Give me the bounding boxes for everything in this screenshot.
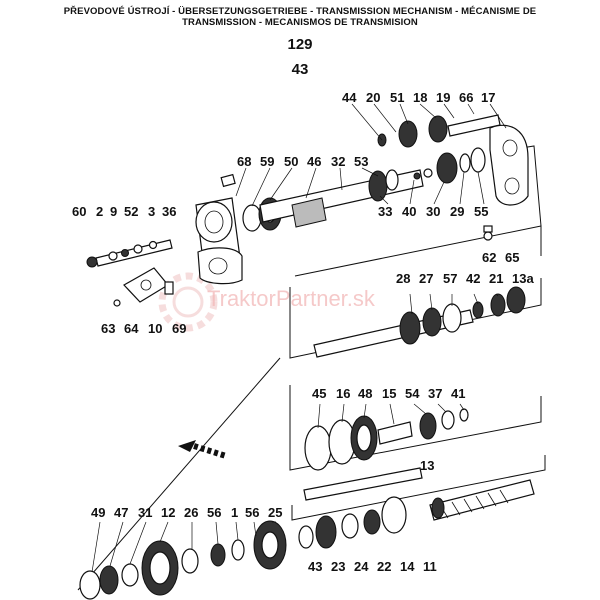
label-31: 31 <box>138 505 152 520</box>
label-24: 24 <box>354 559 369 574</box>
label-22: 22 <box>377 559 391 574</box>
header-line-1: PŘEVODOVÉ ÚSTROJÍ - ÜBERSETZUNGSGETRIEBE… <box>63 6 537 17</box>
label-10: 10 <box>148 321 162 336</box>
label-49: 49 <box>91 505 105 520</box>
label-53: 53 <box>354 154 368 169</box>
label-40: 40 <box>402 204 416 219</box>
label-59: 59 <box>260 154 274 169</box>
label-13a: 13a <box>512 271 534 286</box>
label-1: 1 <box>231 505 238 520</box>
label-36: 36 <box>162 204 176 219</box>
label-60: 60 <box>72 204 86 219</box>
label-42: 42 <box>466 271 480 286</box>
label-13: 13 <box>420 458 434 473</box>
label-30: 30 <box>426 204 440 219</box>
label-32: 32 <box>331 154 345 169</box>
label-28: 28 <box>396 271 410 286</box>
label-16: 16 <box>336 386 350 401</box>
label-21: 21 <box>489 271 503 286</box>
rings-assembly <box>304 408 469 471</box>
group-number: 43 <box>291 61 309 78</box>
label-17: 17 <box>481 90 495 105</box>
label-33: 33 <box>378 204 392 219</box>
label-46: 46 <box>307 154 321 169</box>
label-69: 69 <box>172 321 186 336</box>
label-29: 29 <box>450 204 464 219</box>
label-14: 14 <box>400 559 415 574</box>
label-62: 62 <box>482 250 496 265</box>
page-number: 129 <box>287 36 313 53</box>
label-11: 11 <box>423 559 437 574</box>
label-56-second: 56 <box>245 505 259 520</box>
frame-lower <box>289 385 542 471</box>
leader-lines <box>91 103 507 573</box>
cover-plate <box>113 267 174 307</box>
frame-bottom <box>291 455 546 521</box>
label-68: 68 <box>237 154 251 169</box>
direction-arrow-icon <box>178 440 227 459</box>
label-51: 51 <box>390 90 404 105</box>
label-19: 19 <box>436 90 450 105</box>
label-20: 20 <box>366 90 380 105</box>
main-shaft <box>303 467 535 521</box>
watermark-text: TraktorPartner.sk <box>207 286 376 311</box>
label-23: 23 <box>331 559 345 574</box>
label-3: 3 <box>148 204 155 219</box>
label-65: 65 <box>505 250 519 265</box>
label-57: 57 <box>443 271 457 286</box>
label-56: 56 <box>207 505 221 520</box>
label-2: 2 <box>96 204 103 219</box>
label-64: 64 <box>124 321 139 336</box>
label-27: 27 <box>419 271 433 286</box>
label-55: 55 <box>474 204 488 219</box>
input-shaft-assembly <box>86 114 529 285</box>
label-44: 44 <box>342 90 357 105</box>
label-15: 15 <box>382 386 396 401</box>
label-37: 37 <box>428 386 442 401</box>
label-12: 12 <box>161 505 175 520</box>
label-52: 52 <box>124 204 138 219</box>
bottom-gear-assembly <box>79 496 445 600</box>
label-18: 18 <box>413 90 427 105</box>
layshaft-assembly <box>313 286 526 358</box>
label-9: 9 <box>110 204 117 219</box>
label-45: 45 <box>312 386 326 401</box>
page-header: PŘEVODOVÉ ÚSTROJÍ - ÜBERSETZUNGSGETRIEBE… <box>0 6 600 28</box>
label-26: 26 <box>184 505 198 520</box>
frame-diagonal <box>77 357 281 591</box>
watermark-gear-icon <box>158 272 218 332</box>
label-25: 25 <box>268 505 282 520</box>
label-50: 50 <box>284 154 298 169</box>
label-41: 41 <box>451 386 465 401</box>
label-63: 63 <box>101 321 115 336</box>
header-line-2: TRANSMISSION - MECANISMOS DE TRANSMISION <box>182 17 418 28</box>
label-48: 48 <box>358 386 372 401</box>
label-54: 54 <box>405 386 420 401</box>
label-47: 47 <box>114 505 128 520</box>
label-43: 43 <box>308 559 322 574</box>
label-66: 66 <box>459 90 473 105</box>
